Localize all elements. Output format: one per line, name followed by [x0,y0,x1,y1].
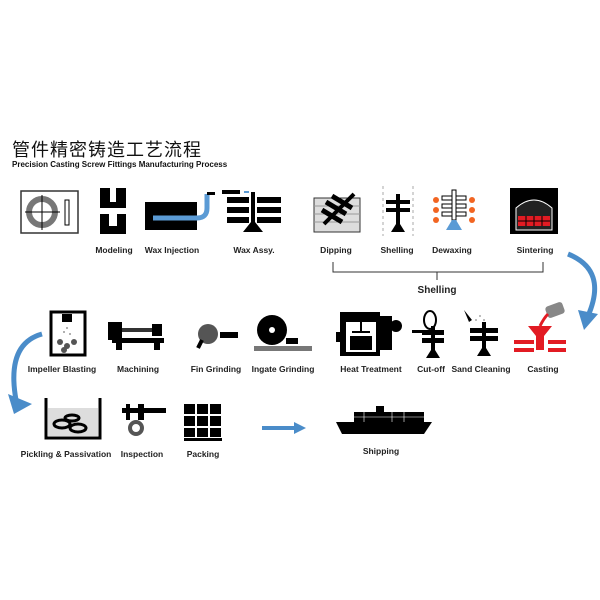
arrow-right [262,422,306,434]
label-sintering: Sintering [516,245,554,255]
sintering-furnace-icon [510,188,558,234]
cargo-ship-icon [336,406,432,434]
cut-off-icon [412,310,444,358]
drawing-icon [20,190,79,234]
caliper-icon [122,404,166,436]
arrow-down-curve-right [567,251,598,330]
sand-cleaning-icon [464,310,498,356]
label-impeller-blasting: Impeller Blasting [27,364,97,374]
pallet-boxes-icon [184,404,222,441]
casting-pour-icon [514,302,566,352]
impeller-blasting-icon [49,310,87,357]
label-inspection: Inspection [120,449,164,459]
mold-icon [100,188,126,234]
title-chinese: 管件精密铸造工艺流程 [12,140,202,161]
lathe-icon [108,322,164,350]
ingate-grinding-icon [254,315,312,351]
wax-tree-icon [222,190,281,232]
label-shelling: Shelling [380,245,414,255]
label-casting: Casting [527,364,559,374]
dewaxing-icon [433,189,475,230]
label-fin-grinding: Fin Grinding [190,364,242,374]
label-wax-assy: Wax Assy. [233,245,275,255]
shelling-icon [382,186,414,236]
label-sand-cleaning: Sand Cleaning [451,364,511,374]
label-packing: Packing [186,449,220,459]
label-dewaxing: Dewaxing [432,245,472,255]
pickling-tank-icon [44,398,102,440]
label-shipping: Shipping [362,446,400,456]
label-cut-off: Cut-off [417,364,445,374]
label-heat-treatment: Heat Treatment [340,364,402,374]
title-english: Precision Casting Screw Fittings Manufac… [12,160,228,169]
fin-grinding-icon [196,324,238,349]
label-machining: Machining [116,364,160,374]
heat-treatment-furnace-icon [336,312,402,356]
shelling-bracket [332,262,544,280]
arrow-down-curve-left [8,331,43,414]
label-wax-injection: Wax Injection [144,245,200,255]
dipping-icon [313,192,361,233]
label-ingate-grinding: Ingate Grinding [251,364,315,374]
label-modeling: Modeling [95,245,133,255]
bracket-label-shelling: Shelling [417,285,457,296]
label-pickling-passivation: Pickling & Passivation [20,449,112,459]
wax-injection-icon [145,192,215,230]
label-dipping: Dipping [320,245,352,255]
